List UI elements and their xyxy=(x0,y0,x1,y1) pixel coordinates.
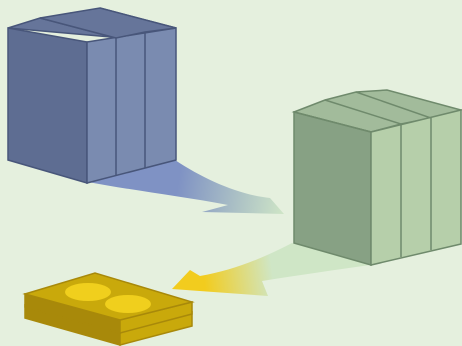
blue-stack-side xyxy=(87,28,176,183)
blue-server-stack xyxy=(8,8,176,183)
green-server-stack xyxy=(294,90,461,265)
green-stack-side xyxy=(371,110,461,265)
blue-stack-front xyxy=(8,28,87,183)
tray-disc-spot-1 xyxy=(65,283,111,301)
green-stack-front xyxy=(294,112,371,265)
tray-disc-spot-2 xyxy=(105,295,151,313)
